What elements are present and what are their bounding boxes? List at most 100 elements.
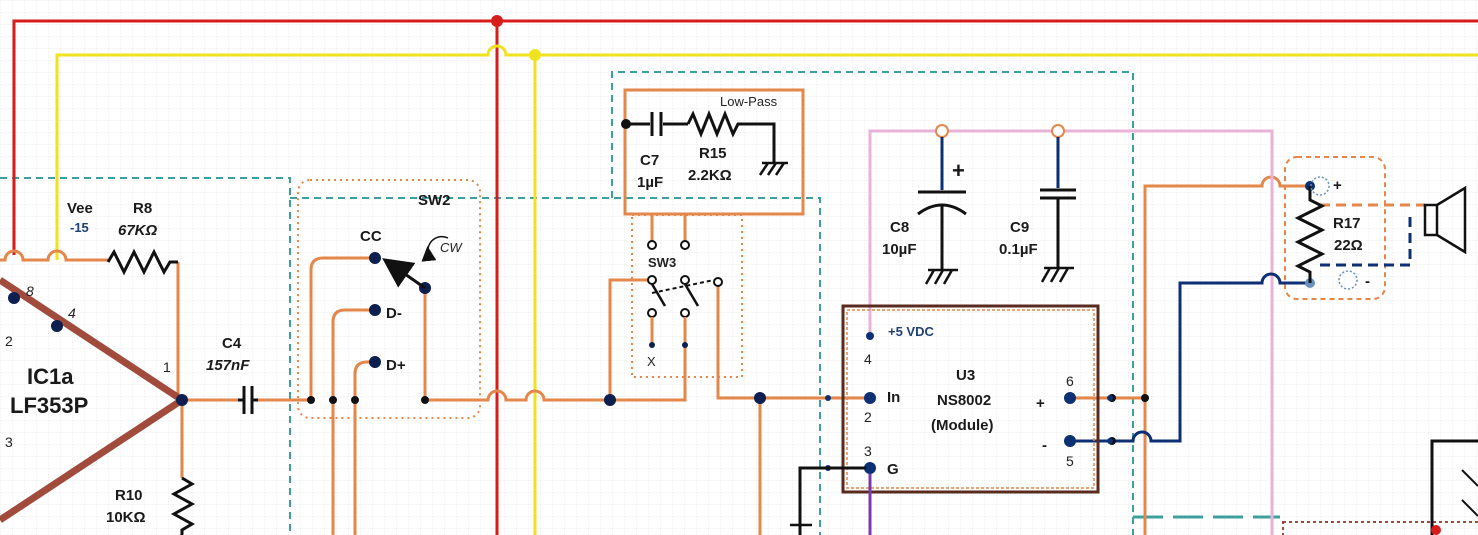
resistor-r10[interactable]: R10 10KΩ: [106, 476, 196, 535]
wire-opamp-top: [0, 249, 108, 262]
opamp-pin-4: 4: [68, 305, 76, 321]
u3-g-label: G: [887, 461, 899, 478]
sw3-name: SW3: [648, 255, 676, 270]
u3-plus-node: [1064, 392, 1076, 404]
r10-name: R10: [115, 487, 143, 504]
switch-sw3[interactable]: [647, 240, 723, 348]
u3-note: (Module): [931, 417, 993, 434]
u3-pin-6: 6: [1066, 373, 1074, 389]
sw2-dm-label: D-: [386, 305, 402, 322]
speaker-minus-label: -: [1365, 273, 1370, 290]
c9-name: C9: [1010, 219, 1029, 236]
teal-box-lowpass: [611, 71, 1134, 535]
opamp-pin-1: 1: [163, 359, 171, 375]
sw2-cc-node: [369, 252, 381, 264]
u3-pin-5: 5: [1066, 453, 1074, 469]
pink-node-2: [1051, 124, 1065, 138]
c7-value: 1µF: [637, 174, 663, 191]
u3-part: NS8002: [937, 392, 991, 409]
speaker-section[interactable]: R17 22Ω + -: [1294, 176, 1467, 290]
u3-in-label: In: [887, 389, 900, 406]
supply-wire: [868, 124, 1274, 535]
opamp-out-node: [176, 394, 188, 406]
lowpass-box: [623, 88, 805, 216]
c7-name: C7: [640, 152, 659, 169]
u3-in-node: [864, 392, 876, 404]
capacitor-c9[interactable]: [1040, 137, 1076, 283]
u3-name: U3: [956, 367, 975, 384]
sw3-x-label: X: [647, 354, 656, 369]
u3-g-node: [864, 462, 876, 474]
sw2-dm-node: [369, 304, 381, 316]
opamp-name: IC1a: [27, 364, 74, 389]
wire-sw2-out: [425, 389, 610, 402]
u3-module[interactable]: +5 VDC 4 2 3 6 5 In G + - U3 NS8002 (Mod…: [790, 304, 1113, 535]
opamp-ic1a[interactable]: IC1a LF353P 8 4 2 3 1 Vee -15: [0, 200, 189, 523]
wire-sw2-cc: [309, 256, 373, 400]
opamp-pin-8: 8: [26, 283, 34, 299]
c4-value: 157nF: [206, 357, 250, 374]
group-boxes: [0, 71, 1478, 535]
bottom-red-node: [1431, 525, 1441, 535]
pink-node-1: [935, 124, 949, 138]
signal-wires: [0, 175, 1425, 535]
opamp-pin-3: 3: [5, 434, 13, 450]
yellow-rail-junction: [529, 49, 541, 61]
lowpass-filter[interactable]: Low-Pass C7 1µF R15 2.2KΩ: [621, 94, 788, 191]
opamp-node-4: [51, 320, 63, 332]
c8-ground-icon: [924, 268, 958, 285]
vee-label: Vee: [67, 200, 93, 217]
c8-polarity: +: [952, 158, 965, 183]
power-rails: [12, 15, 1478, 535]
wire-speaker-plus: [1143, 175, 1310, 535]
wire-sw3-to-u3: [716, 282, 868, 400]
c4-name: C4: [222, 335, 242, 352]
capacitor-c8[interactable]: [917, 137, 967, 285]
sw2-dp-node: [369, 356, 381, 368]
yellow-rail: [55, 44, 1478, 260]
u3-minus-node: [1064, 435, 1076, 447]
sw2-cw-arc: [421, 235, 449, 262]
wire-sw2-dm: [331, 308, 373, 400]
resistor-r8[interactable]: R8 67KΩ: [106, 200, 178, 276]
wire-speaker-minus-dash: [1320, 215, 1412, 267]
c9-ground-icon: [1040, 266, 1074, 283]
u3-pin-4: 4: [864, 351, 872, 367]
teal-box-sw3: [290, 197, 821, 535]
sw2-dotted-box: [297, 179, 481, 419]
r17-zigzag: [1294, 186, 1326, 283]
r17-value: 22Ω: [1334, 237, 1363, 254]
c8-value: 10µF: [882, 241, 917, 258]
u3-plus-label: +: [1036, 395, 1045, 412]
speaker-dotted-box: [1284, 156, 1386, 300]
lowpass-ground-icon: [758, 161, 788, 176]
pink-wire: [868, 129, 1274, 535]
wire-sw2-dp: [353, 360, 373, 400]
r15-value: 2.2KΩ: [688, 167, 732, 184]
u3-pin-3: 3: [864, 443, 872, 459]
vee-value: -15: [70, 220, 89, 235]
u3-supply-label: +5 VDC: [888, 324, 934, 339]
sw2-wiper-arrow: [382, 258, 426, 290]
switch-sw2[interactable]: SW2 CC D- D+ CW: [307, 192, 463, 404]
junction-760: [754, 392, 766, 404]
red-rail-junction: [491, 15, 503, 27]
capacitor-c4[interactable]: C4 157nF: [206, 335, 258, 414]
junction-1145: [1141, 394, 1149, 402]
lowpass-title: Low-Pass: [720, 94, 778, 109]
r15-name: R15: [699, 145, 727, 162]
bottom-right-box: [1430, 439, 1478, 535]
r8-name: R8: [133, 200, 152, 217]
speaker-icon: [1423, 185, 1467, 255]
teal-box-left: [0, 177, 291, 535]
u3-minus-label: -: [1042, 437, 1047, 454]
wire-sw3-out: [610, 345, 687, 402]
opamp-part: LF353P: [10, 393, 88, 418]
sw2-name: SW2: [418, 192, 451, 209]
u3-pin-2: 2: [864, 409, 872, 425]
sw2-cw-label: CW: [440, 240, 463, 255]
c8-name: C8: [890, 219, 909, 236]
r17-name: R17: [1333, 215, 1361, 232]
